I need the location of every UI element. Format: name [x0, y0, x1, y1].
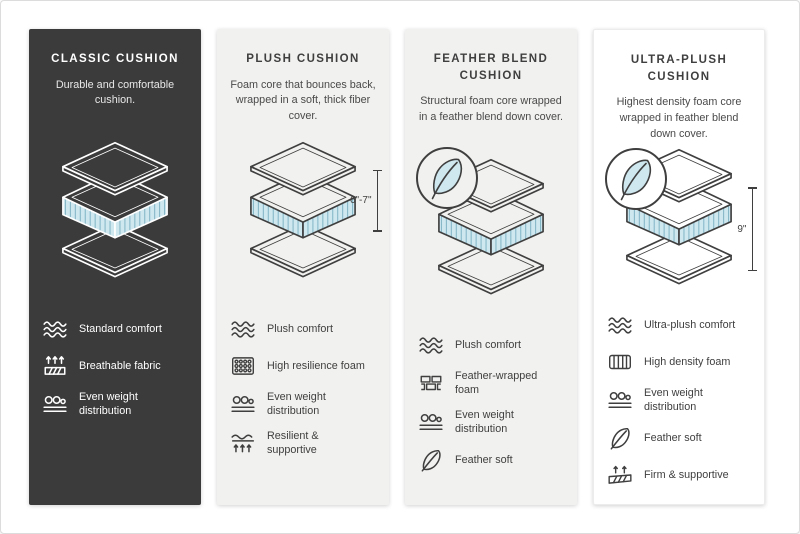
card-description: Durable and comfortable cushion. — [55, 78, 175, 107]
feature-label: High density foam — [644, 355, 731, 368]
measurement-label: 9" — [737, 223, 747, 235]
card-plush-cushion: PLUSH CUSHION Foam core that bounces bac… — [217, 29, 389, 505]
feature-row: Even weight distribution — [418, 408, 564, 436]
feature-label: Even weight distribution — [644, 386, 703, 413]
feature-label: Breathable fabric — [79, 359, 161, 372]
feature-row: Feather soft — [418, 447, 564, 473]
feature-row: Breathable fabric — [42, 353, 188, 379]
feature-list: Plush comfort Feather-wrapped foam Even … — [418, 332, 564, 473]
feature-row: Resilient & supportive — [230, 429, 376, 457]
even-weight-icon — [42, 391, 68, 417]
feature-label: High resilience foam — [267, 359, 365, 372]
cushion-diagram: 6"-7" — [230, 130, 381, 292]
feature-row: Plush comfort — [230, 316, 376, 342]
card-title: CLASSIC CUSHION — [51, 53, 179, 65]
card-title: FEATHER BLEND CUSHION — [433, 53, 549, 82]
feather-badge-icon — [604, 147, 668, 211]
feature-label: Firm & supportive — [644, 468, 729, 481]
card-title: ULTRA-PLUSH CUSHION — [630, 54, 728, 83]
card-description: Highest density foam core wrapped in fea… — [616, 96, 742, 140]
card-title: PLUSH CUSHION — [246, 53, 360, 65]
wave-icon — [418, 332, 444, 358]
feature-label: Even weight distribution — [455, 409, 514, 436]
feature-list: Ultra-plush comfort High density foam Ev… — [607, 312, 751, 488]
feature-label: Feather soft — [644, 431, 702, 444]
feature-row: Ultra-plush comfort — [607, 312, 751, 338]
feature-row: Firm & supportive — [607, 462, 751, 488]
feather-badge-icon — [415, 146, 479, 210]
feature-row: Feather-wrapped foam — [418, 369, 564, 397]
firm-support-icon — [607, 462, 633, 488]
height-measurement: 6"-7" — [349, 169, 381, 232]
feature-list: Plush comfort High resilience foam Even … — [230, 316, 376, 457]
feather-wrapped-foam-icon — [418, 370, 444, 396]
cushion-diagram — [418, 146, 564, 308]
feature-label: Even weight distribution — [267, 390, 326, 417]
feature-label: Ultra-plush comfort — [644, 318, 736, 331]
wave-icon — [607, 312, 633, 338]
feather-icon — [607, 425, 633, 451]
feature-list: Standard comfort Breathable fabric Even … — [42, 316, 188, 418]
resilience-foam-icon — [230, 353, 256, 379]
feature-label: Resilient & supportive — [267, 429, 319, 456]
feature-row: Feather soft — [607, 425, 751, 451]
card-description: Structural foam core wrapped in a feathe… — [418, 95, 564, 123]
even-weight-icon — [607, 387, 633, 413]
feature-row: Plush comfort — [418, 332, 564, 358]
height-measurement: 9" — [737, 187, 756, 272]
card-classic-cushion: CLASSIC CUSHION Durable and comfortable … — [29, 29, 201, 505]
cushion-layers-illustration — [53, 141, 177, 280]
measurement-line — [373, 169, 381, 232]
feature-row: High density foam — [607, 349, 751, 375]
wave-icon — [42, 316, 68, 342]
cushion-layers-illustration — [241, 141, 365, 280]
feature-row: High resilience foam — [230, 353, 376, 379]
measurement-line — [748, 187, 756, 272]
feature-row: Even weight distribution — [230, 390, 376, 418]
card-ultra-plush-cushion: ULTRA-PLUSH CUSHION Highest density foam… — [593, 29, 765, 505]
cushion-diagram — [42, 130, 188, 292]
cushion-diagram: 9" — [604, 147, 756, 288]
feature-row: Even weight distribution — [42, 390, 188, 418]
even-weight-icon — [230, 391, 256, 417]
feature-label: Feather-wrapped foam — [455, 370, 538, 397]
spring-support-icon — [230, 430, 256, 456]
feature-label: Even weight distribution — [79, 390, 138, 417]
even-weight-icon — [418, 409, 444, 435]
feature-label: Plush comfort — [267, 322, 334, 335]
measurement-label: 6"-7" — [349, 195, 372, 207]
breathable-fabric-icon — [42, 353, 68, 379]
wave-icon — [230, 316, 256, 342]
card-description: Foam core that bounces back, wrapped in … — [230, 78, 376, 122]
density-foam-icon — [607, 349, 633, 375]
feature-label: Standard comfort — [79, 322, 162, 335]
feature-label: Plush comfort — [455, 339, 522, 352]
feature-row: Even weight distribution — [607, 386, 751, 414]
feature-row: Standard comfort — [42, 316, 188, 342]
card-feather-blend-cushion: FEATHER BLEND CUSHION Structural foam co… — [405, 29, 577, 505]
feature-label: Feather soft — [455, 454, 513, 467]
feather-icon — [418, 447, 444, 473]
